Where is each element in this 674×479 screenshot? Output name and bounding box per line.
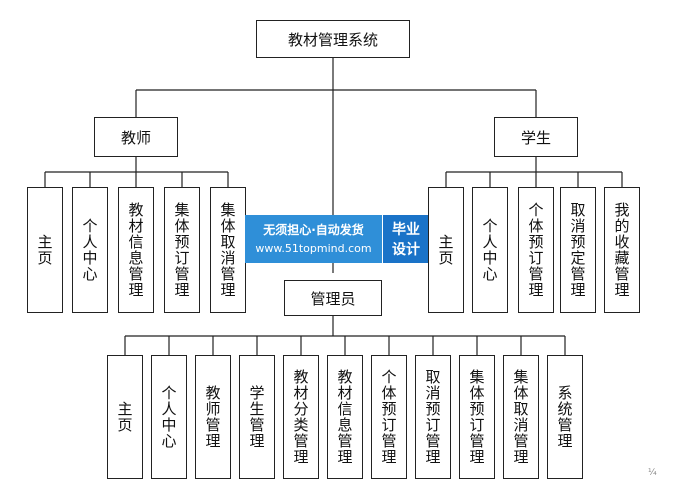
student-child-cancel-order: 取消预定管理 (560, 187, 596, 313)
node-label: 个人中心 (80, 218, 99, 282)
node-label: 教材分类管理 (291, 369, 310, 465)
admin-child-textbook-info: 教材信息管理 (327, 355, 363, 479)
student-child-individual-order: 个体预订管理 (518, 187, 554, 313)
admin-child-category-mgmt: 教材分类管理 (283, 355, 319, 479)
node-label: 主页 (436, 234, 455, 266)
admin-label: 管理员 (310, 289, 356, 308)
node-label: 我的收藏管理 (612, 202, 631, 298)
node-label: 个体预订管理 (379, 369, 398, 465)
teacher-child-textbook-info: 教材信息管理 (118, 187, 154, 313)
teacher-child-group-order: 集体预订管理 (164, 187, 200, 313)
admin-child-profile: 个人中心 (151, 355, 187, 479)
student-child-home: 主页 (428, 187, 464, 313)
node-label: 个人中心 (159, 385, 178, 449)
watermark-left-panel: 无须担心·自动发货 www.51topmind.com (245, 215, 382, 263)
admin-child-group-order: 集体预订管理 (459, 355, 495, 479)
admin-child-group-cancel: 集体取消管理 (503, 355, 539, 479)
watermark-url: www.51topmind.com (255, 242, 372, 255)
node-label: 教材信息管理 (335, 369, 354, 465)
node-label: 取消预定管理 (568, 202, 587, 298)
student-label: 学生 (520, 128, 551, 147)
watermark-badge-line1: 毕业 (392, 222, 420, 238)
admin-child-system-mgmt: 系统管理 (547, 355, 583, 479)
student-child-profile: 个人中心 (472, 187, 508, 313)
node-label: 系统管理 (555, 385, 574, 449)
teacher-child-group-cancel: 集体取消管理 (210, 187, 246, 313)
student-node: 学生 (494, 117, 578, 157)
node-label: 集体取消管理 (218, 202, 237, 298)
corner-mark: ¼ (648, 468, 657, 478)
teacher-node: 教师 (94, 117, 178, 157)
node-label: 教材信息管理 (126, 202, 145, 298)
node-label: 教师管理 (203, 385, 222, 449)
admin-child-individual-order: 个体预订管理 (371, 355, 407, 479)
admin-child-teacher-mgmt: 教师管理 (195, 355, 231, 479)
node-label: 学生管理 (247, 385, 266, 449)
watermark-badge: 毕业 设计 (382, 215, 428, 263)
teacher-child-home: 主页 (27, 187, 63, 313)
admin-child-home: 主页 (107, 355, 143, 479)
node-label: 主页 (115, 401, 134, 433)
admin-node: 管理员 (284, 280, 382, 316)
node-label: 主页 (35, 234, 54, 266)
watermark-banner: 无须担心·自动发货 www.51topmind.com 毕业 设计 (245, 215, 428, 263)
root-node: 教材管理系统 (256, 20, 410, 58)
node-label: 个体预订管理 (526, 202, 545, 298)
node-label: 集体取消管理 (511, 369, 530, 465)
admin-child-cancel-order: 取消预订管理 (415, 355, 451, 479)
node-label: 个人中心 (480, 218, 499, 282)
node-label: 集体预订管理 (467, 369, 486, 465)
watermark-badge-line2: 设计 (392, 242, 420, 258)
node-label: 取消预订管理 (423, 369, 442, 465)
teacher-child-profile: 个人中心 (72, 187, 108, 313)
watermark-slogan: 无须担心·自动发货 (263, 223, 364, 237)
admin-child-student-mgmt: 学生管理 (239, 355, 275, 479)
node-label: 集体预订管理 (172, 202, 191, 298)
root-label: 教材管理系统 (287, 30, 378, 49)
student-child-favorites: 我的收藏管理 (604, 187, 640, 313)
teacher-label: 教师 (120, 128, 151, 147)
